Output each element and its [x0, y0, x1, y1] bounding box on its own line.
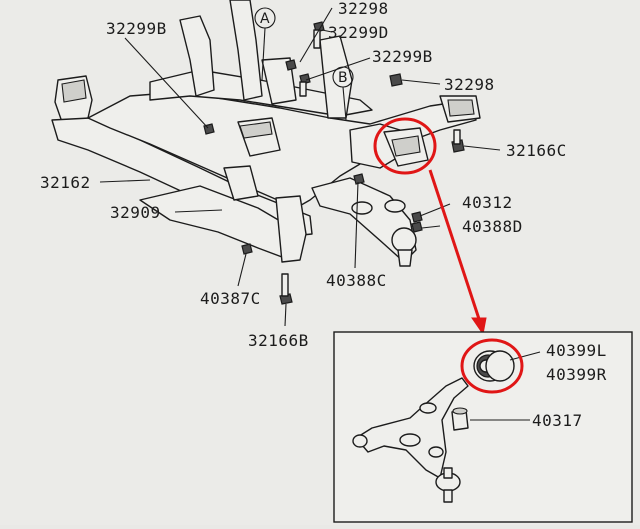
marker-letter-a: A	[260, 11, 270, 27]
label-40387C: 40387C	[200, 289, 261, 308]
label-40312: 40312	[462, 193, 513, 212]
main-part-labels: 32298 32299D 32299B 32299B 32298 32166C …	[40, 0, 567, 350]
label-32166C: 32166C	[506, 141, 567, 160]
label-32299B-left: 32299B	[106, 19, 167, 38]
label-32166B: 32166B	[248, 331, 309, 350]
label-40399L: 40399L	[546, 341, 607, 360]
label-40399R: 40399R	[546, 365, 607, 384]
label-32298-top: 32298	[338, 0, 389, 18]
marker-letter-b: B	[338, 70, 348, 86]
label-40317: 40317	[532, 411, 583, 430]
leader-lines	[99, 7, 501, 327]
label-40388C: 40388C	[326, 271, 387, 290]
label-32162: 32162	[40, 173, 91, 192]
highlight-circle-inset	[460, 338, 524, 394]
label-32299D: 32299D	[328, 23, 389, 42]
label-32909: 32909	[110, 203, 161, 222]
label-32299B-right: 32299B	[372, 47, 433, 66]
highlight-arrow	[428, 169, 487, 336]
inset-panel: 40399L 40399R 40317	[333, 331, 633, 523]
label-40388D: 40388D	[462, 217, 523, 236]
label-32298-right: 32298	[444, 75, 495, 94]
highlight-circle-crossmember	[373, 117, 437, 175]
bolt-icons	[203, 21, 465, 305]
